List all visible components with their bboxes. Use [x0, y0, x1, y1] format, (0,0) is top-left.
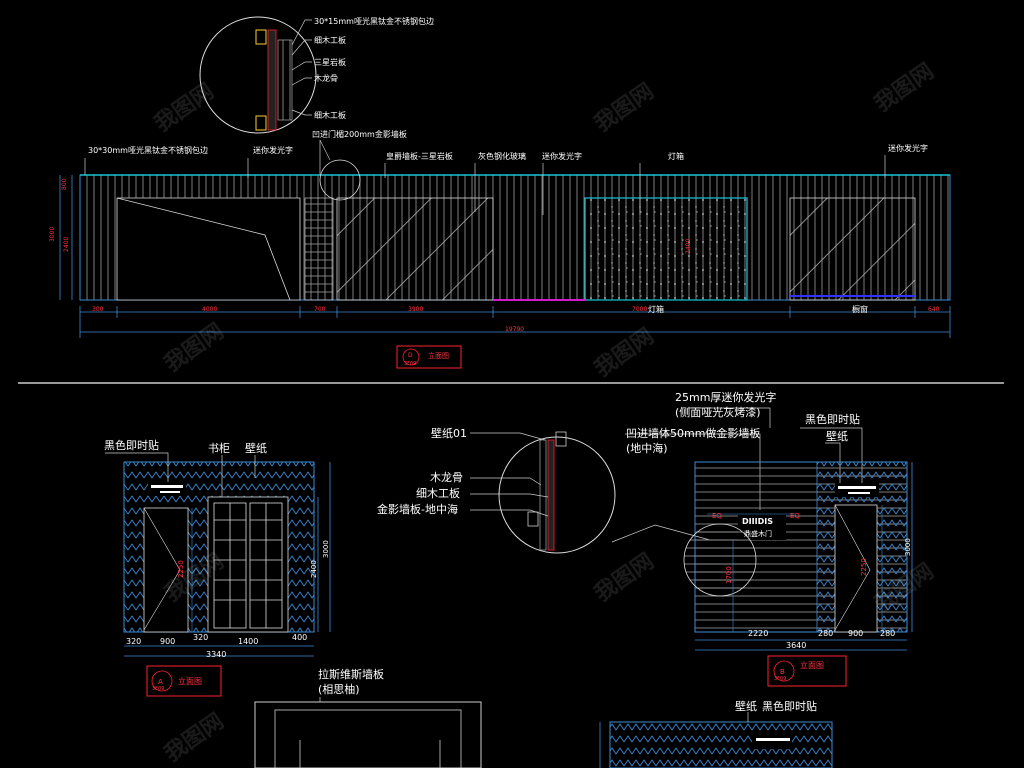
dim-d6: 640 — [928, 306, 940, 313]
br-dim-d4: 280 — [880, 629, 895, 638]
br-dim-h1: 3000 — [904, 538, 912, 556]
bl-wallpaper: 壁纸 — [245, 441, 267, 455]
br-dim-total: 3640 — [786, 641, 806, 650]
dim-mid: 2400 — [685, 239, 692, 254]
label-three-star: 三星岩板 — [314, 57, 346, 67]
br-dim-h2: 1700 — [725, 566, 733, 584]
tag-top-num: D — [408, 352, 413, 359]
br-dim-d1: 2220 — [748, 629, 768, 638]
br-light-25: 25mm厚迷你发光字 — [675, 390, 776, 404]
bl-bookshelf: 书柜 — [208, 442, 230, 455]
bl-dim-d1: 320 — [126, 637, 141, 646]
bl-dim-h1: 2400 — [310, 560, 318, 578]
tag-b-num: B — [780, 668, 785, 676]
bl-dim-d5: 400 — [292, 633, 307, 642]
dim-d4: 3900 — [408, 306, 423, 313]
top-elevation — [59, 16, 951, 369]
bot-lasvegas: 拉斯维斯墙板 — [318, 667, 384, 681]
br-recess50: 凹进墙体50mm做金影墙板 — [626, 426, 760, 440]
label-royal-board: 皇爵墙板-三星岩板 — [386, 151, 453, 161]
elevation-bottom — [254, 697, 833, 768]
label-stainless-30x15: 30*15mm哑光黑钛金不锈钢包边 — [314, 16, 434, 26]
br-fine-board: 细木工板 — [416, 486, 460, 500]
label-fine-board-2: 细木工板 — [314, 110, 346, 120]
label-window: 橱窗 — [852, 304, 868, 314]
label-fine-board-1: 细木工板 — [314, 35, 346, 45]
br-logo-top: DIIIDIS — [742, 517, 773, 526]
br-black-sticker: 黑色即时贴 — [805, 412, 860, 426]
br-dim-d3: 900 — [848, 629, 863, 638]
label-gray-glass: 灰色钢化玻璃 — [478, 151, 526, 161]
br-wallpaper: 壁纸 — [826, 429, 848, 443]
bot-black-sticker: 黑色即时贴 — [762, 699, 817, 713]
br-dim-d2: 280 — [818, 629, 833, 638]
tag-a-num: A — [158, 678, 163, 686]
dim-d3: 700 — [314, 306, 326, 313]
dim-d1: 300 — [92, 306, 104, 313]
dim-total: 19790 — [505, 326, 524, 333]
tag-b-sheet: 3F09 — [774, 676, 786, 682]
label-lightbox: 灯箱 — [668, 151, 684, 161]
bl-black-sticker: 黑色即时贴 — [104, 438, 159, 452]
br-wallpaper01: 壁纸01 — [431, 426, 467, 440]
tag-top-label: 立面图 — [428, 351, 449, 360]
br-wood-keel: 木龙骨 — [430, 471, 463, 484]
tag-top-sheet: 3F09 — [404, 361, 416, 367]
bl-dim-h2: 3000 — [322, 540, 330, 558]
label-wood-keel: 木龙骨 — [314, 73, 338, 83]
detail-circle-top — [199, 16, 317, 134]
dim-d5: 7000 — [632, 306, 647, 313]
bl-dim-total: 3340 — [206, 650, 226, 659]
br-mediterranean: (地中海) — [626, 441, 668, 455]
br-eq2: EQ — [790, 512, 800, 520]
elevation-a — [105, 452, 331, 697]
br-dim-door: 2250 — [860, 558, 868, 576]
tag-a-sheet: 3F09 — [152, 686, 164, 692]
label-mini-light-2: 迷你发光字 — [542, 151, 582, 161]
dim-d2: 4000 — [202, 306, 217, 313]
label-recess: 凹进门楣200mm金影墙板 — [312, 129, 407, 139]
tag-a-label: 立面图 — [178, 676, 202, 686]
label-lightbox-bottom: 灯箱 — [648, 304, 664, 314]
label-mini-light-3: 迷你发光字 — [888, 143, 928, 153]
br-golden-board: 金影墙板-地中海 — [377, 502, 458, 516]
bot-acacia: (相思柚) — [318, 682, 360, 696]
bl-dim-d2: 900 — [160, 637, 175, 646]
label-stainless-30x30: 30*30mm哑光黑钛金不锈钢包边 — [88, 145, 208, 155]
dim-h1: 800 — [61, 178, 68, 190]
label-mini-light-1: 迷你发光字 — [253, 145, 293, 155]
br-eq1: EQ — [712, 512, 722, 520]
elevation-b — [470, 407, 913, 687]
bl-dim-d4: 1400 — [238, 637, 258, 646]
bl-dim-door: 2250 — [177, 560, 185, 578]
bl-dim-d3: 320 — [193, 633, 208, 642]
br-side-paint: (侧面哑光灰烤漆) — [675, 405, 761, 419]
dim-h3: 2400 — [63, 237, 70, 252]
tag-b-label: 立面图 — [800, 660, 824, 670]
br-logo-bot: 鼎盛木门 — [744, 529, 772, 538]
bot-wallpaper: 壁纸 — [735, 699, 757, 713]
dim-h2: 3000 — [49, 227, 56, 242]
